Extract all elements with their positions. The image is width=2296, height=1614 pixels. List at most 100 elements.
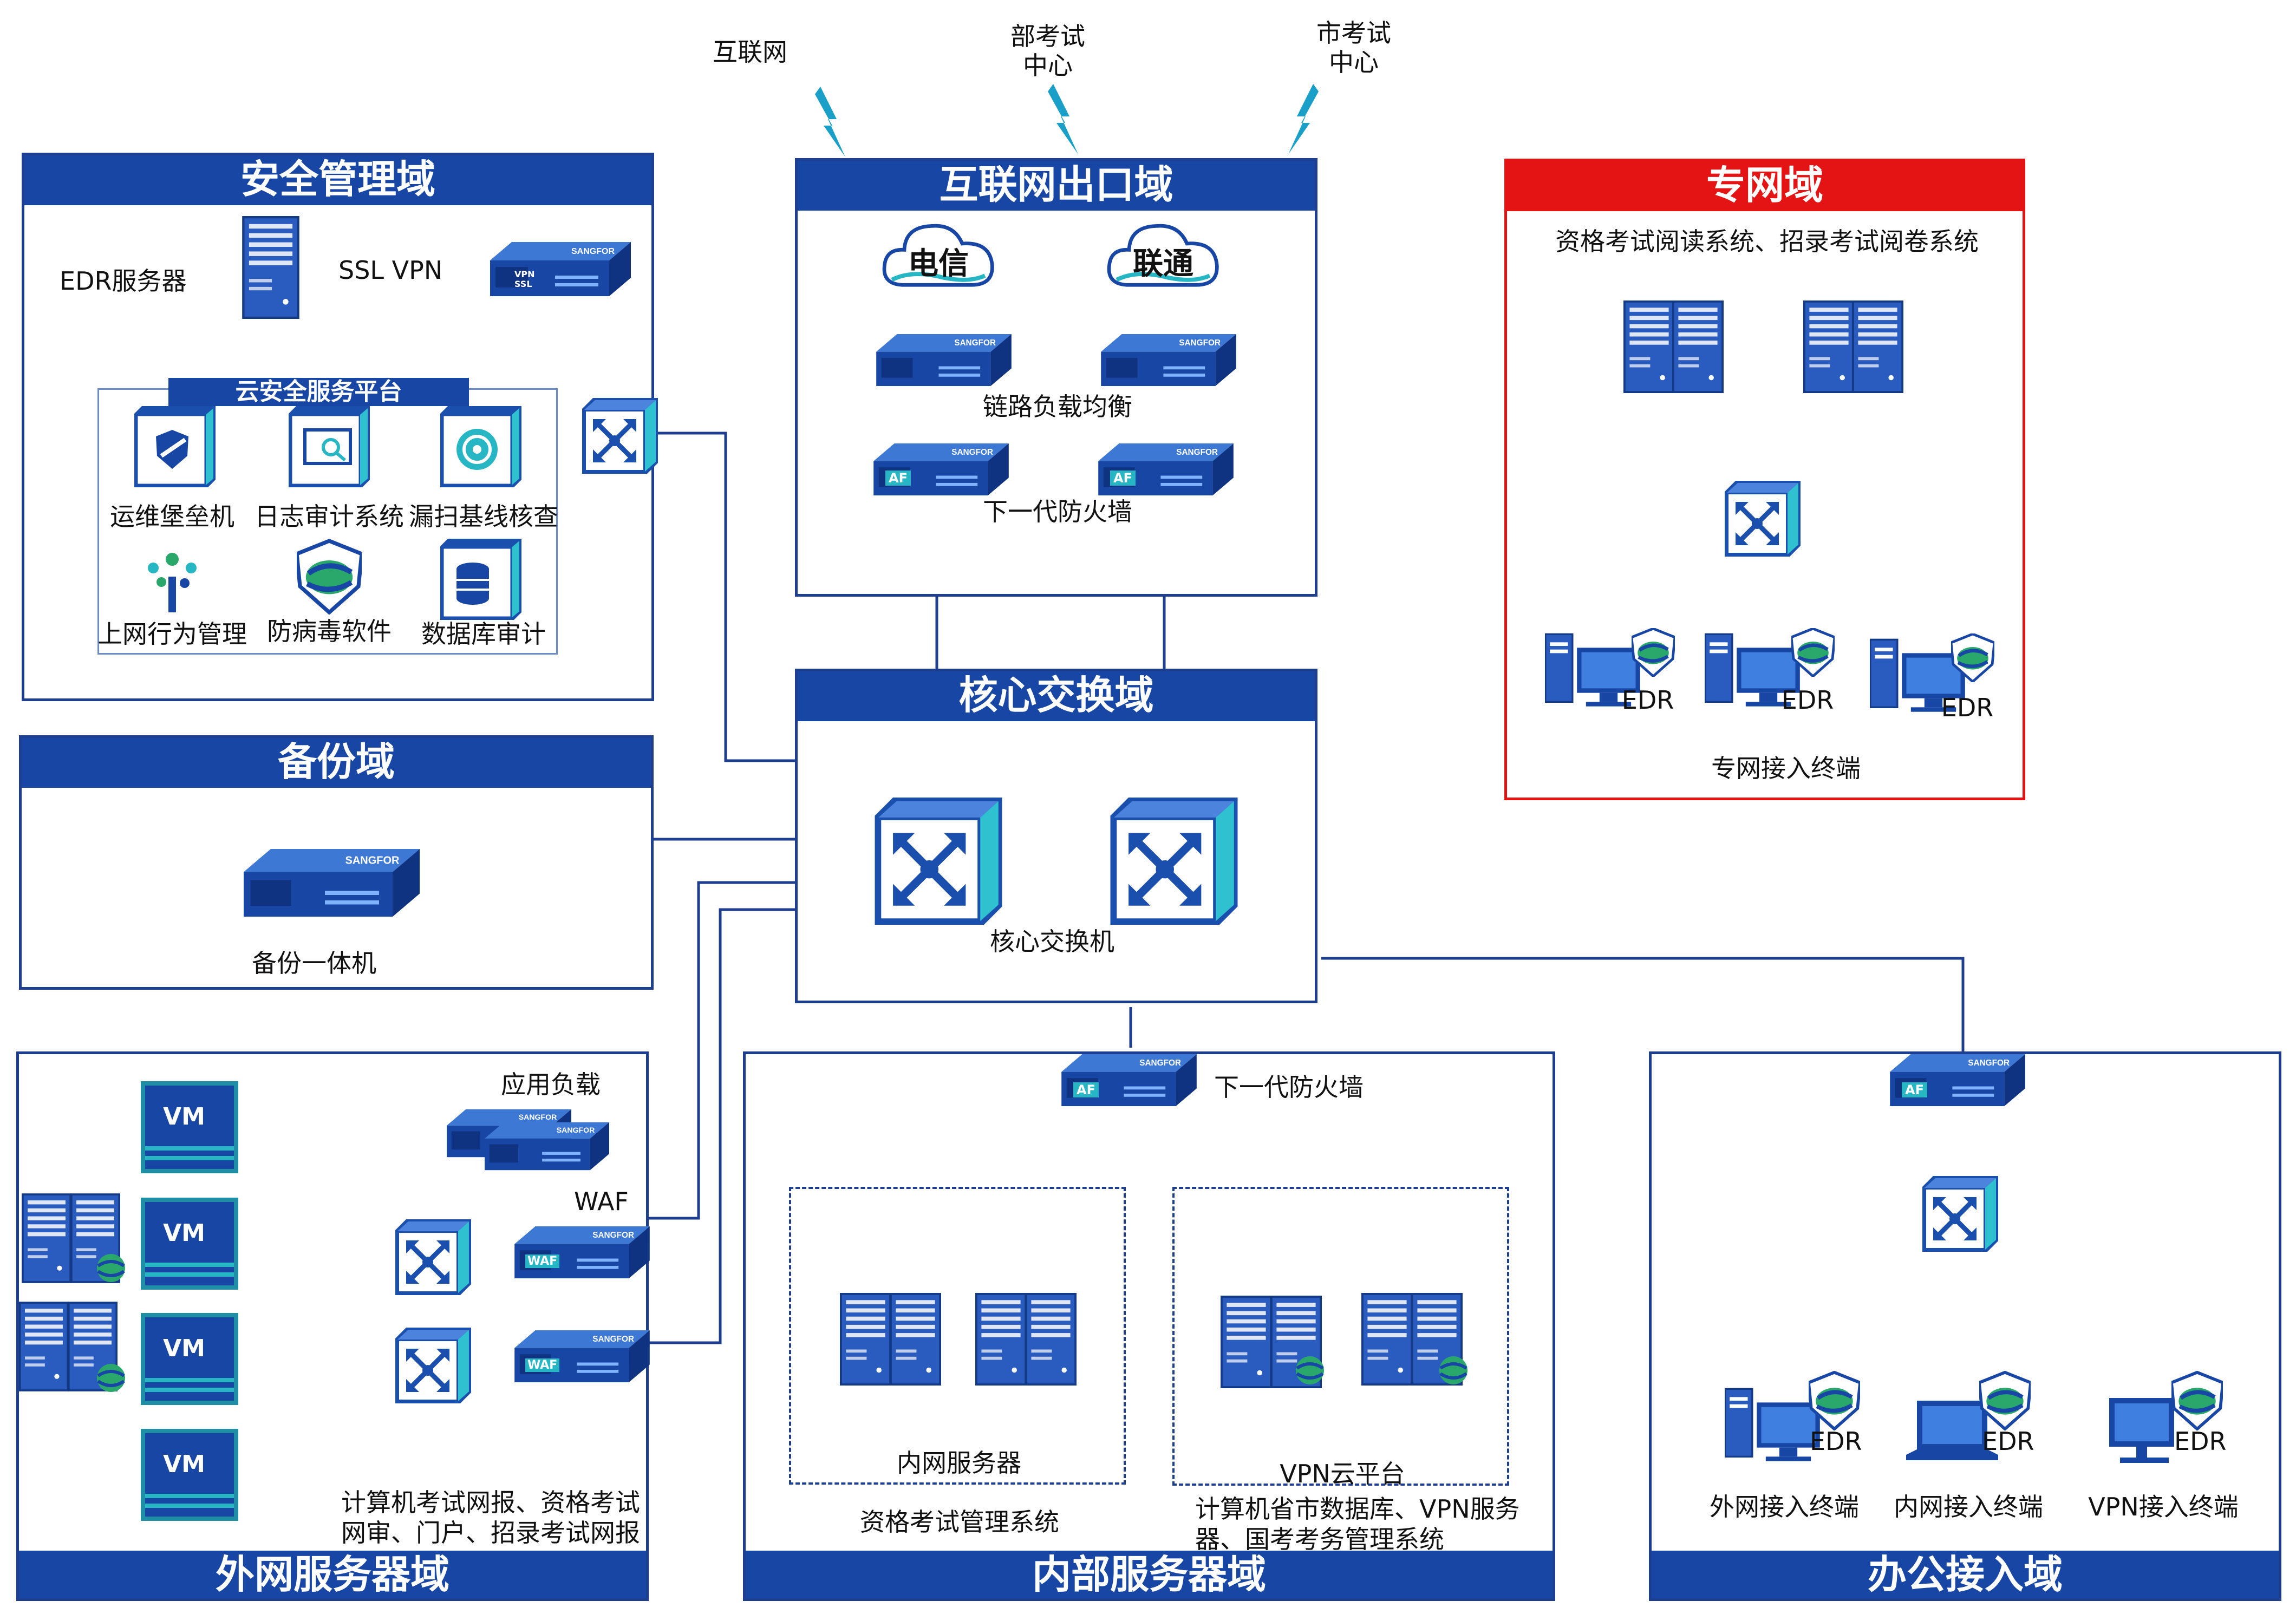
internet-label: 互联网 (713, 37, 787, 67)
firewall-left-af-badge: AF (885, 471, 911, 486)
security-domain-title: 安全管理域 (24, 155, 651, 205)
internal-ngfw-icon (1061, 1054, 1197, 1106)
waf-2-icon (514, 1330, 650, 1382)
ssl-badge: SSL (514, 279, 532, 289)
database-audit-label: 数据库审计 (421, 619, 546, 649)
internal-ngfw-af-badge: AF (1073, 1082, 1099, 1097)
private-systems-label: 资格考试阅读系统、招录考试阅卷系统 (1555, 227, 1979, 256)
private-terminal-label: 专网接入终端 (1711, 754, 1861, 783)
app-lb-label: 应用负载 (501, 1070, 601, 1099)
vpn-server-1a-icon (1221, 1295, 1272, 1389)
private-edr-2-icon (1791, 628, 1835, 677)
private-edr-1-label: EDR (1621, 685, 1674, 715)
edr-server-label: EDR服务器 (60, 266, 187, 296)
office-vpn-edr-icon (2171, 1371, 2223, 1430)
vpn-server-2-globe-icon (1437, 1354, 1470, 1387)
core-domain-title: 核心交换域 (798, 671, 1315, 721)
link-lb-left-icon (876, 334, 1012, 386)
ministry-exam-center-label: 部考试 中心 (1010, 22, 1085, 80)
office-vpn-monitor-icon (2109, 1398, 2174, 1463)
waf-1-icon (514, 1226, 650, 1278)
internal-server-2a-icon (975, 1292, 1027, 1387)
internet-link-bolt-icon (812, 87, 850, 157)
office-switch-icon (1922, 1176, 1998, 1252)
link-lb-label: 链路负载均衡 (983, 392, 1132, 421)
internal-ngfw-label: 下一代防火墙 (1214, 1073, 1364, 1102)
office-ext-edr-icon (1809, 1371, 1860, 1430)
internal-domain-title: 内部服务器域 (746, 1551, 1553, 1598)
security-management-domain: 安全管理域 EDR服务器 SSL VPN VPN SSL 云安全服务平台 运维堡… (22, 153, 654, 701)
private-server-2a-icon (1803, 299, 1855, 394)
core-switch-label: 核心交换机 (990, 927, 1114, 956)
firewall-right-af-badge: AF (1110, 471, 1136, 486)
external-services-desc: 计算机考试网报、资格考试 网审、门户、招录考试网报 (341, 1488, 640, 1547)
vpn-server-1-globe-icon (1294, 1354, 1326, 1387)
waf-1-badge: WAF (525, 1254, 560, 1268)
database-audit-icon (440, 539, 521, 620)
private-server-1b-icon (1672, 299, 1724, 394)
office-ext-edr-label: EDR (1810, 1427, 1862, 1456)
ext-switch-1-icon (395, 1219, 471, 1295)
backup-domain-title: 备份域 (22, 738, 651, 788)
private-domain-title: 专网域 (1507, 161, 2023, 211)
office-vpn-terminal-label: VPN接入终端 (2088, 1492, 2239, 1521)
ext-switch-2-icon (395, 1328, 471, 1403)
external-server-domain: 外网服务器域 VM VM VM VM 应用负载 WAF WAF WAF 计算机考… (16, 1051, 649, 1601)
core-switch-domain: 核心交换域 核心交换机 (795, 669, 1317, 1003)
vpn-badge: VPN (514, 269, 535, 279)
cloud-security-platform: 云安全服务平台 运维堡垒机 日志审计系统 漏扫基线核查 上网行为管理 防病毒软件… (97, 378, 558, 655)
antivirus-label: 防病毒软件 (267, 617, 392, 646)
telecom-label: 电信 (908, 246, 969, 282)
firewall-right-icon (1098, 443, 1234, 495)
external-domain-title: 外网服务器域 (19, 1551, 646, 1598)
bastion-host-icon (134, 406, 216, 487)
vpn-cloud-group: VPN云平台 (1172, 1187, 1509, 1488)
qualification-mgmt-system-label: 资格考试管理系统 (860, 1507, 1059, 1537)
vulnerability-scan-label: 漏扫基线核查 (409, 502, 558, 531)
ssl-vpn-appliance-icon (490, 242, 631, 296)
link-lb-right-icon (1101, 334, 1236, 386)
internal-server-2b-icon (1025, 1292, 1077, 1387)
backup-domain: 备份域 备份一体机 (19, 735, 654, 990)
office-ngfw-icon (1890, 1054, 2025, 1106)
vpn-cloud-label: VPN云平台 (1280, 1459, 1405, 1488)
vpn-server-2a-icon (1361, 1292, 1413, 1387)
ext-server-2a-icon (19, 1301, 69, 1393)
private-switch-icon (1725, 481, 1801, 557)
core-switch-left-icon (873, 798, 1003, 925)
vm-3-label: VM (163, 1335, 205, 1362)
antivirus-icon (297, 539, 362, 615)
vm-2-label: VM (163, 1219, 205, 1247)
waf-label: WAF (574, 1187, 629, 1216)
private-edr-2-label: EDR (1781, 685, 1834, 715)
security-switch-icon (582, 398, 658, 474)
backup-appliance-icon (241, 849, 422, 917)
internet-behavior-icon (148, 553, 197, 612)
private-edr-3-icon (1951, 633, 1994, 682)
provincial-db-label: 计算机省市数据库、VPN服务 器、国考考务管理系统 (1195, 1494, 1520, 1554)
backup-appliance-label: 备份一体机 (252, 949, 376, 978)
internal-server-1a-icon (840, 1292, 891, 1387)
core-switch-right-icon (1109, 798, 1239, 925)
private-edr-1-icon (1632, 628, 1675, 677)
vm-4-label: VM (163, 1450, 205, 1478)
office-int-edr-label: EDR (1982, 1427, 2034, 1456)
city-link-bolt-icon (1286, 84, 1319, 154)
cloud-security-platform-title: 云安全服务平台 (168, 378, 469, 406)
office-ngfw-af-badge: AF (1902, 1082, 1927, 1097)
log-audit-icon (289, 406, 370, 487)
unicom-label: 联通 (1133, 246, 1193, 282)
internal-server-label: 内网服务器 (897, 1448, 1021, 1478)
private-server-2b-icon (1852, 299, 1903, 394)
bastion-host-label: 运维堡垒机 (110, 502, 234, 531)
private-network-domain: 专网域 资格考试阅读系统、招录考试阅卷系统 EDR EDR EDR 专网接入终端 (1504, 159, 2025, 800)
private-server-1a-icon (1623, 299, 1675, 394)
ngfw-label: 下一代防火墙 (983, 497, 1132, 526)
office-domain-title: 办公接入域 (1652, 1551, 2279, 1598)
office-ext-terminal-label: 外网接入终端 (1710, 1492, 1859, 1521)
ext-server-1a-icon (22, 1192, 71, 1284)
office-access-domain: 办公接入域 AF EDR 外网接入终端 EDR 内网接入终端 EDR VPN接入… (1649, 1051, 2281, 1601)
office-int-laptop-icon (1906, 1401, 1998, 1460)
firewall-left-icon (873, 443, 1009, 495)
office-int-edr-icon (1979, 1371, 2031, 1430)
